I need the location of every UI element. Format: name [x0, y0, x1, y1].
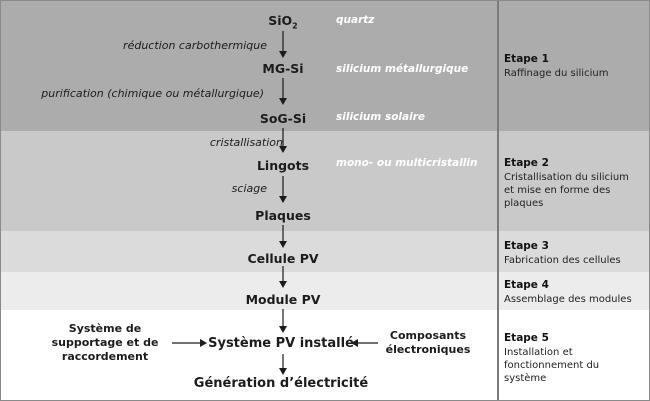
- stage-2-band: [0, 131, 650, 231]
- node-sio2: SiO2: [268, 13, 298, 31]
- stage-2-desc: Cristallisation du silicium et mise en f…: [504, 171, 646, 210]
- stage-1-desc: Raffinage du silicium: [504, 67, 646, 80]
- input-composants: Composants électroniques: [380, 329, 476, 357]
- material-cristallin: mono- ou multicristallin: [336, 157, 478, 169]
- stage-5-desc-line: Installation et: [504, 347, 573, 358]
- stage-3-title: Etape 3: [504, 240, 549, 252]
- stage-5-desc: Installation et fonctionnement du systèm…: [504, 346, 646, 385]
- input-supportage-line3: raccordement: [61, 350, 149, 363]
- input-supportage-line2: supportage et de: [51, 336, 159, 349]
- process-cristallisation: cristallisation: [209, 136, 283, 149]
- stage-3-desc-line: Fabrication des cellules: [504, 255, 621, 266]
- material-solaire: silicium solaire: [336, 111, 425, 123]
- column-divider: [497, 0, 499, 401]
- stage-1-desc-line: Raffinage du silicium: [504, 68, 609, 79]
- node-generation: Génération d’électricité: [193, 376, 369, 391]
- input-supportage: Système de supportage et de raccordement: [40, 322, 170, 364]
- node-cellule-pv: Cellule PV: [247, 251, 319, 266]
- stage-4-title: Etape 4: [504, 279, 549, 291]
- node-sio2-main: SiO: [268, 13, 293, 28]
- node-sio2-sub: 2: [292, 21, 298, 31]
- stage-2-desc-line: et mise en forme des: [504, 185, 611, 196]
- stage-1-band: [0, 0, 650, 131]
- stage-3-band: [0, 231, 650, 272]
- stage-4-band: [0, 272, 650, 310]
- stage-2-desc-line: plaques: [504, 198, 544, 209]
- stage-2-title: Etape 2: [504, 157, 549, 169]
- stage-5-desc-line: fonctionnement du: [504, 360, 600, 371]
- material-metallurgique: silicium métallurgique: [336, 63, 469, 75]
- node-mg-si: MG-Si: [262, 61, 304, 76]
- node-plaques: Plaques: [255, 208, 311, 223]
- material-quartz: quartz: [336, 14, 375, 26]
- node-systeme-pv: Système PV installé: [208, 336, 354, 351]
- process-sciage: sciage: [231, 182, 267, 195]
- input-composants-line1: Composants: [389, 329, 467, 342]
- stage-4-desc-line: Assemblage des modules: [504, 294, 632, 305]
- stage-1-title: Etape 1: [504, 53, 549, 65]
- input-supportage-line1: Système de: [68, 322, 142, 335]
- process-purification: purification (chimique ou métallurgique): [41, 87, 264, 100]
- process-reduction: réduction carbothermique: [123, 39, 267, 52]
- node-sog-si: SoG-Si: [259, 111, 307, 126]
- stage-4-desc: Assemblage des modules: [504, 293, 646, 306]
- stage-5-desc-line: système: [504, 373, 547, 384]
- node-lingots: Lingots: [256, 158, 310, 173]
- input-composants-line2: électroniques: [385, 343, 471, 356]
- stage-3-desc: Fabrication des cellules: [504, 254, 646, 267]
- stage-5-band: [0, 310, 650, 401]
- stage-2-desc-line: Cristallisation du silicium: [504, 172, 629, 183]
- stage-5-title: Etape 5: [504, 332, 549, 344]
- node-module-pv: Module PV: [245, 292, 321, 307]
